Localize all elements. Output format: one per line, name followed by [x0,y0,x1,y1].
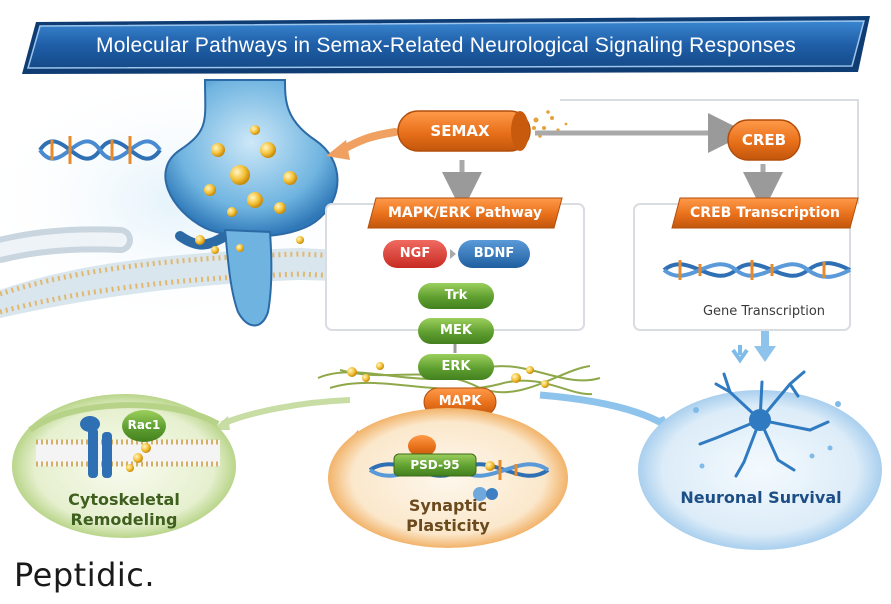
erk-label: ERK [441,359,471,374]
erk-box[interactable] [418,354,494,380]
title-banner [22,16,870,74]
mapk-erk-banner [367,197,563,229]
psd95-label: PSD-95 [410,458,460,472]
page-title: Molecular Pathways in Semax-Related Neur… [96,34,796,57]
cytoskeletal-remodeling-line1: Cytoskeletal [68,490,180,509]
creb-transcription-label: CREB Transcription [690,205,840,221]
cell-membrane [0,248,381,318]
neuron-icon [698,370,830,478]
synaptic-plasticity-line2: Plasticity [406,516,490,535]
synaptic-circle[interactable] [328,408,568,548]
creb-transcription-banner [671,197,859,229]
neuron-soma [749,409,771,431]
neuronal-survival-label: Neuronal Survival [680,488,842,507]
dna-helix-left [38,136,162,164]
bdnf-label: BDNF [473,246,515,261]
synaptic-plasticity-line1: Synaptic [408,496,488,515]
dna-helix-creb [662,260,851,280]
ngf-bdnf-arrow [450,249,456,259]
psd95-box[interactable] [393,453,477,477]
neuron-dots [693,401,841,469]
mek-label: MEK [440,323,472,338]
receptor-icon [80,416,112,478]
creb-capsule[interactable] [727,119,801,161]
semax-label: SEMAX [430,122,490,140]
trk-label: Trk [444,288,468,303]
small-proteins [473,461,498,501]
rac1-granules [126,443,151,472]
ngf-box[interactable] [383,240,447,268]
mapk-erk-pathway-label: MAPK/ERK Pathway [387,205,543,221]
membrane-segment [36,439,220,467]
neuronal-survival-circle[interactable] [638,390,882,550]
rac1-bubble [122,410,166,442]
cytoskeletal-remodeling-line2: Remodeling [70,510,178,529]
axon-tube [0,226,133,263]
semax-capsule[interactable] [397,110,531,152]
psd95-protein [408,435,436,457]
ngf-label: NGF [399,246,431,261]
trk-box[interactable] [418,283,494,309]
presynaptic-terminal [164,79,339,327]
creb-label: CREB [741,131,787,149]
brand-logo: Peptidic. [14,556,156,594]
rac1-label: Rac1 [127,418,161,432]
mek-box[interactable] [418,318,494,344]
synaptic-vesicles [195,125,304,254]
mapk-label: MAPK [438,394,482,409]
fiber-granules [347,362,549,388]
bdnf-box[interactable] [458,240,530,268]
gene-transcription-label: Gene Transcription [702,304,826,319]
